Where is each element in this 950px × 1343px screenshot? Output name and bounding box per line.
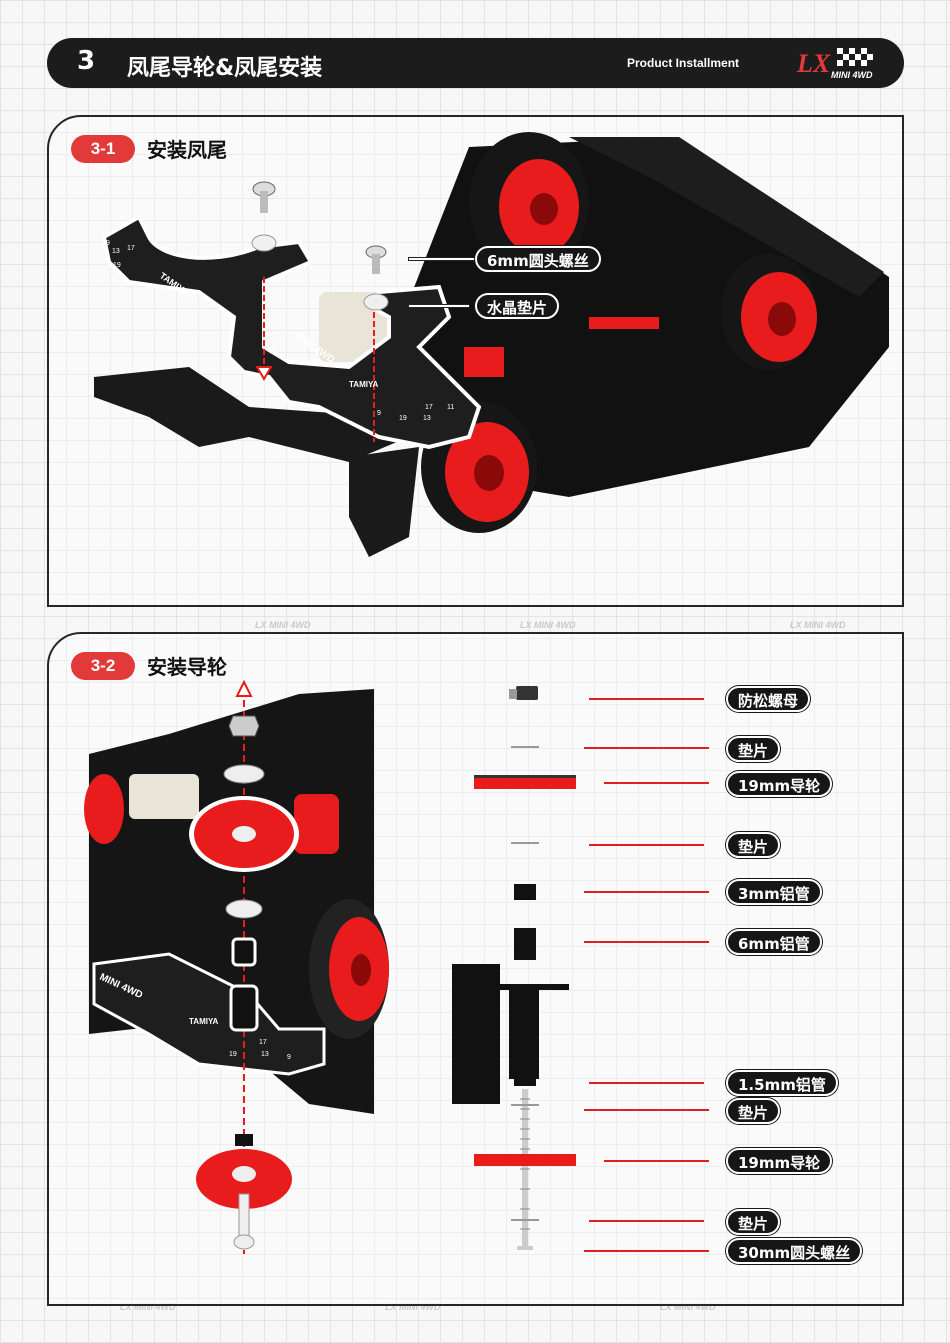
plate-number: 17 [425, 404, 433, 411]
leader-line [589, 844, 704, 846]
watermark: LX MINI 4WD [255, 620, 311, 630]
leader-line [409, 258, 479, 260]
part-label-screw-30mm: 30mm圆头螺丝 [726, 1238, 863, 1264]
step-badge: 3-1 [71, 135, 135, 163]
step-panel-2: 3-2 安装导轮 MINI 4WD TAMIYA 9 13 17 19 [47, 632, 904, 1306]
section-number: 3 [77, 46, 96, 76]
leader-line [584, 747, 709, 749]
svg-text:LX: LX [796, 49, 831, 78]
chassis-illustration: TAMIYA MINI 4WD TAMIYA 9 13 17 19 11 17 … [94, 132, 889, 557]
part-label-washer: 垫片 [726, 1209, 781, 1235]
part-label-washer: 垫片 [726, 736, 781, 762]
leader-line [584, 1250, 709, 1252]
leader-line [584, 891, 709, 893]
step-panel-1: 3-1 安装凤尾 [47, 115, 904, 607]
part-label-crystal-washer: 水晶垫片 [475, 293, 560, 319]
watermark: LX MINI 4WD [790, 620, 846, 630]
part-label-aluminium-tube-1-5mm: 1.5mm铝管 [726, 1070, 838, 1096]
plate-brand-text: TAMIYA [189, 1017, 219, 1026]
leader-line [589, 1082, 704, 1084]
part-label-washer: 垫片 [726, 832, 781, 858]
step-title: 安装导轮 [147, 655, 227, 679]
part-label-roller-19mm: 19mm导轮 [726, 771, 833, 797]
plate-number: 9 [377, 410, 381, 417]
leader-line [589, 698, 704, 700]
plate-number: 13 [423, 415, 431, 422]
step-badge: 3-2 [71, 652, 135, 680]
plate-number: 9 [287, 1054, 291, 1061]
plate-number: 19 [399, 415, 407, 422]
part-label-screw: 6mm圆头螺丝 [475, 246, 601, 272]
plate-number: 11 [447, 404, 454, 411]
section-title: 凤尾导轮&凤尾安装 [127, 56, 323, 81]
section-header: 3 凤尾导轮&凤尾安装 Product Installment LX MINI … [47, 38, 904, 88]
part-label-roller-19mm: 19mm导轮 [726, 1148, 833, 1174]
part-label-lock-nut: 防松螺母 [726, 686, 811, 712]
leader-line [409, 305, 469, 307]
section-subtitle: Product Installment [627, 56, 740, 70]
watermark: LX MINI 4WD [660, 1302, 716, 1312]
watermark: LX MINI 4WD [520, 620, 576, 630]
logo-text: MINI 4WD [831, 70, 873, 80]
brand-logo: LX MINI 4WD [796, 48, 873, 80]
plate-number: 19 [229, 1051, 237, 1058]
leader-line [604, 782, 709, 784]
plate-number: 17 [127, 245, 135, 252]
part-label-aluminium-tube-6mm: 6mm铝管 [726, 929, 822, 955]
roller-illustration: MINI 4WD TAMIYA 9 13 17 19 [84, 679, 576, 1254]
part-label-aluminium-tube-3mm: 3mm铝管 [726, 879, 822, 905]
plate-number: 13 [261, 1051, 269, 1058]
leader-line [584, 941, 709, 943]
leader-line [584, 1109, 709, 1111]
screw-icon [252, 181, 276, 213]
step-title: 安装凤尾 [147, 138, 227, 162]
screw-icon [365, 245, 387, 274]
plate-number: 19 [113, 262, 121, 269]
leader-line [589, 1220, 704, 1222]
watermark: LX MINI 4WD [120, 1302, 176, 1312]
part-label-washer: 垫片 [726, 1098, 781, 1124]
plate-brand-text: TAMIYA [349, 380, 379, 389]
plate-number: 17 [259, 1039, 267, 1046]
plate-number: 13 [112, 248, 120, 255]
leader-line [604, 1160, 709, 1162]
watermark: LX MINI 4WD [385, 1302, 441, 1312]
plate-number: 9 [106, 240, 110, 247]
